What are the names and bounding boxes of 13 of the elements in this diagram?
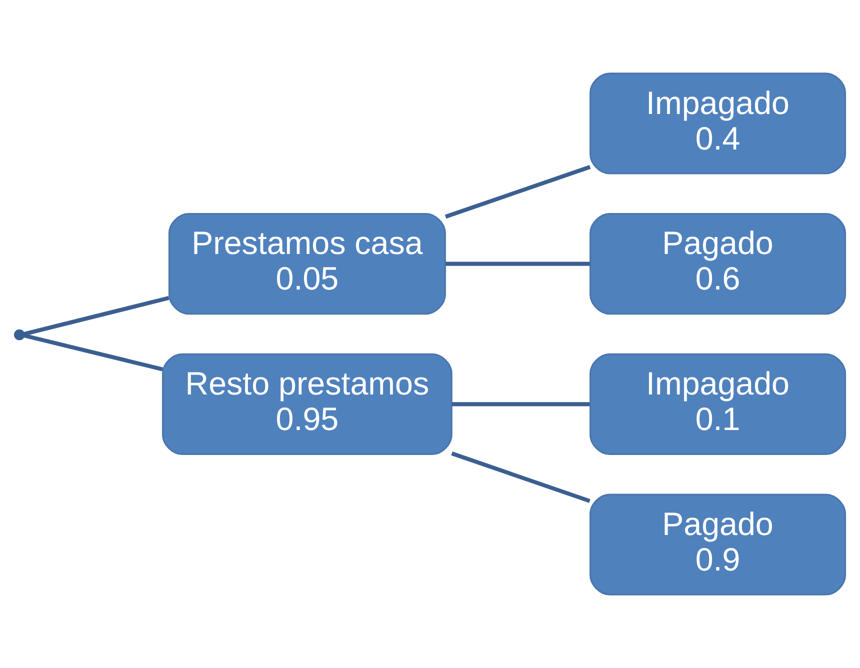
connector (24, 334, 164, 372)
connector (446, 262, 590, 266)
node-point (14, 329, 25, 340)
connector (452, 402, 590, 406)
node-box: Pagado 0.6 (590, 213, 846, 315)
node-box: Impagado 0.4 (590, 72, 846, 174)
connector (451, 452, 590, 503)
node-box: Pagado 0.9 (590, 494, 846, 596)
connector (24, 296, 170, 336)
node-box: Prestamos casa 0.05 (168, 213, 446, 315)
node-box: Impagado 0.1 (590, 353, 846, 455)
node-box: Resto prestamos 0.95 (162, 353, 452, 455)
connector (444, 165, 591, 219)
